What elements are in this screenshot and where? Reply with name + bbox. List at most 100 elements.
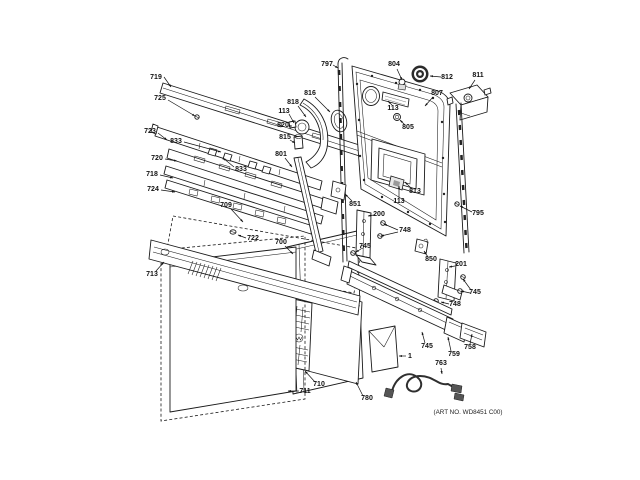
strip-718 [163,165,324,225]
callout-711: 711 [299,388,310,395]
art-number: (ART NO. WD8451 C00) [433,409,503,416]
callout-725: 725 [154,95,166,102]
clips-833 [207,147,272,175]
callout-719: 719 [150,74,162,81]
control-board-strip-720 [166,148,339,215]
callout-leader-780 [355,381,364,397]
callout-1: 1 [408,353,412,360]
callout-724: 724 [147,186,159,193]
callout-758: 758 [464,344,476,351]
callout-leader-713 [155,261,165,272]
callout-leader-851 [344,193,353,202]
callout-745-a: 745 [359,243,371,250]
rail-end-cap-758 [459,322,487,348]
callout-113-c: 113 [393,198,404,205]
callout-leader-748-a [380,231,399,237]
callout-leader-850 [423,250,429,258]
callout-leader-833-b [222,157,235,168]
callout-813: 813 [409,188,421,195]
callout-805: 805 [402,124,414,131]
callout-leader-812 [429,75,442,78]
callout-leader-763 [440,367,443,375]
callout-201: 201 [455,261,467,268]
callout-816: 816 [304,90,316,97]
power-cord-763 [383,373,465,402]
callout-200: 200 [373,211,385,218]
callout-850: 850 [425,256,437,263]
callout-833-a: 833 [170,138,182,145]
callout-718: 718 [146,171,158,178]
callout-759: 759 [448,351,460,358]
callout-763: 763 [435,360,447,367]
callout-leader-833-a [183,141,222,153]
nut-820 [288,120,297,129]
callout-leader-201 [448,265,456,268]
button-strip-724 [164,179,314,235]
callout-722: 722 [247,235,259,242]
literature-envelope-1 [368,325,399,373]
grommet-812 [411,65,429,83]
callout-leader-745-b [460,290,471,294]
callout-710: 710 [313,381,325,388]
callout-leader-813 [404,181,413,190]
clip-850 [414,238,429,255]
callout-labels: 7197257238338337207187247097227137007117… [144,61,484,402]
callout-807: 807 [431,90,443,97]
callout-851: 851 [349,201,361,208]
callout-leader-748-b [440,301,450,305]
callout-leader-745-a [355,248,362,253]
vent-arm-801 [293,156,332,267]
callout-709: 709 [220,202,232,209]
callout-leader-724 [160,189,176,193]
callout-leader-725 [167,99,196,117]
callout-leader-719 [163,76,172,88]
callout-833-b: 833 [235,166,247,173]
callout-leader-745-c [421,331,426,344]
callout-820: 820 [277,122,289,129]
callout-795: 795 [472,210,484,217]
hinge-arm-851 [330,180,347,201]
callout-leader-759 [447,336,452,352]
callout-leader-720 [164,158,178,162]
screw-725 [194,114,200,120]
handle-escutcheon-713 [148,239,361,316]
callout-leader-700 [284,245,294,255]
callout-713: 713 [146,271,158,278]
side-seal-strip-797 [337,57,349,263]
spacer-815 [293,134,304,150]
callout-leader-722 [237,234,247,239]
callout-804: 804 [388,61,400,68]
vent-duct-818 [299,98,329,169]
callout-720: 720 [151,155,163,162]
callout-797: 797 [321,61,333,68]
callout-801: 801 [275,151,287,158]
callout-700: 700 [275,239,287,246]
callout-815: 815 [279,134,291,141]
callout-leader-795 [459,205,473,213]
callout-leader-807 [424,96,434,107]
callout-leader-811 [468,79,476,90]
callout-leader-113-a [288,113,295,124]
callout-leader-748-a [383,223,399,231]
side-gasket-786 [455,102,470,254]
callout-780: 780 [361,395,373,402]
callout-748-a: 748 [399,227,411,234]
callout-leader-718 [159,174,174,179]
bracket-strip-723 [150,123,323,191]
callout-113-b: 113 [387,105,398,112]
callout-leader-797 [332,64,339,69]
callout-leader-816 [314,96,331,113]
callout-leader-709 [230,208,244,223]
callout-leader-805 [399,119,406,126]
callout-leader-200 [367,214,375,217]
bracket-200 [350,209,386,266]
callout-leader-723 [157,132,168,141]
callout-748-b: 748 [449,301,461,308]
bracket-201 [433,258,466,304]
callout-723: 723 [144,128,156,135]
callout-leader-818 [297,105,307,118]
callout-818: 818 [287,99,299,106]
callout-812: 812 [441,74,453,81]
